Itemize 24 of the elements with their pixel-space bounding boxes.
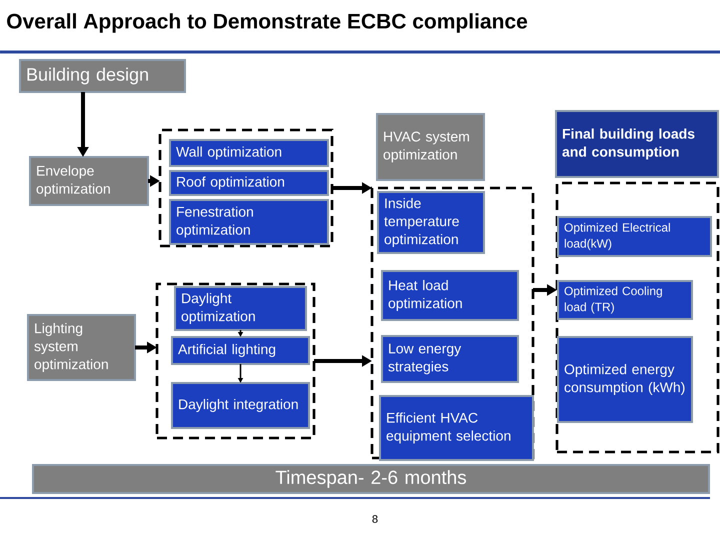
process-box: Heat load optimization: [381, 270, 519, 321]
process-box: Efficient HVAC equipment selection: [379, 395, 534, 461]
process-box: HVAC system optimization: [376, 113, 485, 181]
dashed-group-box: [158, 128, 334, 248]
heading-box: Final building loads and consumption: [555, 110, 719, 178]
process-box: Artificial lighting: [171, 336, 310, 365]
timespan-band: Timespan- 2-6 months: [32, 464, 710, 494]
process-box: Envelope optimization: [29, 156, 149, 206]
process-box: Daylight optimization: [174, 286, 307, 331]
process-box: Building design: [19, 59, 186, 93]
page-number: 8: [372, 515, 378, 523]
process-box: Optimized Electrical load(kW): [557, 216, 712, 257]
dashed-group-box: [156, 282, 316, 440]
process-box: Daylight integration: [171, 382, 310, 429]
process-box: Lighting system optimization: [27, 314, 136, 381]
process-box: Roof optimization: [169, 170, 329, 196]
process-box: Optimized Cooling load (TR): [557, 280, 693, 320]
process-box: Optimized energy consumption (kWh): [557, 336, 693, 423]
process-box: Low energy strategies: [381, 335, 519, 383]
process-box: Wall optimization: [169, 139, 329, 167]
dashed-group-box: [556, 182, 720, 454]
process-box: Inside temperature optimization: [377, 191, 485, 254]
title: Overall Approach to Demonstrate ECBC compliance: [7, 13, 528, 33]
process-box: Fenestration optimization: [169, 199, 329, 245]
